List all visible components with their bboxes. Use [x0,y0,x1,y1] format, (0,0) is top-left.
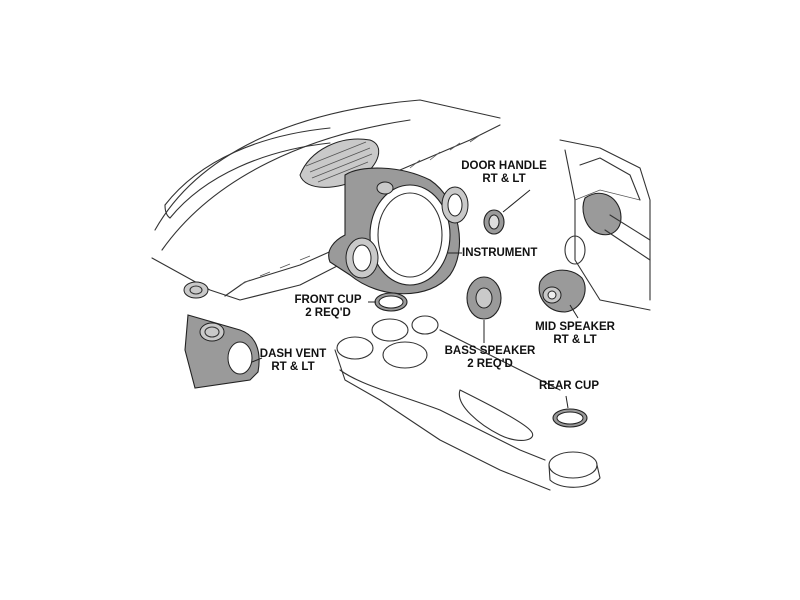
bass-speaker-line2: 2 REQ'D [467,358,513,370]
callout-rear-cup: REAR CUP [534,380,604,393]
callout-mid-speaker: MID SPEAKER RT & LT [528,321,622,347]
front-cup-line2: 2 REQ'D [305,307,351,319]
dash-vent-line2: RT & LT [271,361,315,373]
front-cup-ring-part [374,292,408,312]
door-handle-line2: RT & LT [482,173,526,185]
mid-speaker-leader [569,304,579,319]
rear-cup-line1: REAR CUP [538,380,600,392]
rear-cup-ring-part [552,408,588,428]
callout-dash-vent: DASH VENT RT & LT [258,348,328,374]
mid-speaker-line2: RT & LT [553,334,597,346]
mid-speaker-line1: MID SPEAKER [535,321,615,333]
bass-speaker-part [466,276,502,320]
dashboard-outline [151,99,501,301]
front-cup-line1: FRONT CUP [294,294,362,306]
callout-front-cup: FRONT CUP 2 REQ'D [287,294,369,320]
instrument-housing-part [328,167,469,295]
door-panel-outline [559,139,651,311]
mid-speaker-part [538,269,586,313]
rear-cup-leader [565,395,569,409]
dash-vent-part [184,314,260,389]
instrument-line1: INSTRUMENT [462,247,538,259]
door-handle-leader [502,189,531,213]
callout-bass-speaker: BASS SPEAKER 2 REQ'D [438,345,542,371]
dash-vent-leader [251,357,263,363]
dash-vent-line1: DASH VENT [259,348,327,360]
center-console-outline [334,315,601,491]
bass-speaker-line1: BASS SPEAKER [444,345,536,357]
door-handle-line1: DOOR HANDLE [461,160,547,172]
callout-instrument: INSTRUMENT [462,247,544,260]
door-handle-ring-part [483,209,505,235]
callout-door-handle: DOOR HANDLE RT & LT [452,160,556,186]
